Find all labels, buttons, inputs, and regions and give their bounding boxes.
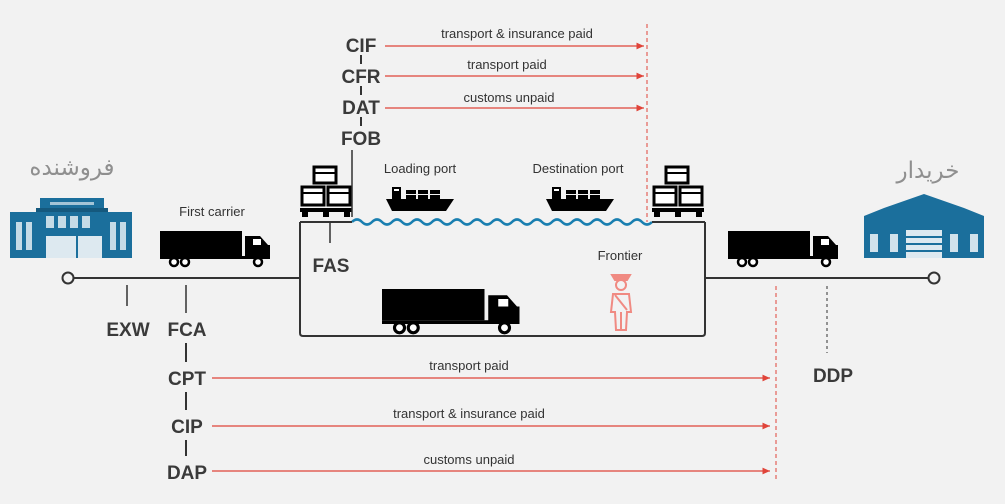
arrow-label-dap: customs unpaid — [423, 452, 514, 467]
term-fca: FCA — [167, 320, 206, 341]
term-fas: FAS — [313, 256, 350, 277]
ship-destination-icon — [546, 187, 614, 211]
port-box — [299, 222, 706, 337]
frontier-label: Frontier — [598, 248, 643, 263]
crates-right-icon — [650, 165, 706, 219]
term-exw: EXW — [106, 320, 149, 341]
frontier-guard-icon — [609, 274, 633, 331]
buyer-label: خریدار — [896, 157, 960, 184]
term-cip: CIP — [171, 417, 203, 438]
arrow-label-cpt: transport paid — [429, 358, 509, 373]
timeline-start-node — [61, 271, 75, 285]
seller-label: فروشنده — [29, 154, 114, 181]
truck-first-carrier-icon — [158, 229, 272, 268]
buyer-building-icon — [864, 194, 984, 258]
term-dap: DAP — [167, 463, 207, 484]
arrow-label-cfr: transport paid — [467, 57, 547, 72]
loading-port-label: Loading port — [384, 161, 457, 176]
destination-port-label: Destination port — [532, 161, 623, 176]
crates-left-icon — [298, 165, 354, 219]
arrow-label-cip: transport & insurance paid — [393, 406, 545, 421]
term-cpt: CPT — [168, 369, 206, 390]
term-dat: DAT — [342, 98, 380, 119]
first-carrier-label: First carrier — [179, 204, 245, 219]
term-ddp: DDP — [813, 366, 853, 387]
arrow-label-cif: transport & insurance paid — [441, 26, 593, 41]
arrow-label-dat: customs unpaid — [463, 90, 554, 105]
bottom-term-stack: FCA CPT CIP DAP — [167, 285, 207, 484]
truck-inland-icon — [380, 287, 522, 335]
term-cfr: CFR — [341, 67, 380, 88]
ship-loading-icon — [386, 187, 454, 211]
timeline-end-node — [927, 271, 941, 285]
top-term-stack: CIF CFR DAT FOB — [341, 36, 381, 217]
term-fob: FOB — [341, 129, 381, 150]
term-cif: CIF — [346, 36, 377, 57]
truck-buyer-icon — [726, 229, 840, 268]
seller-building-icon — [10, 198, 132, 258]
water-waves — [351, 218, 653, 226]
